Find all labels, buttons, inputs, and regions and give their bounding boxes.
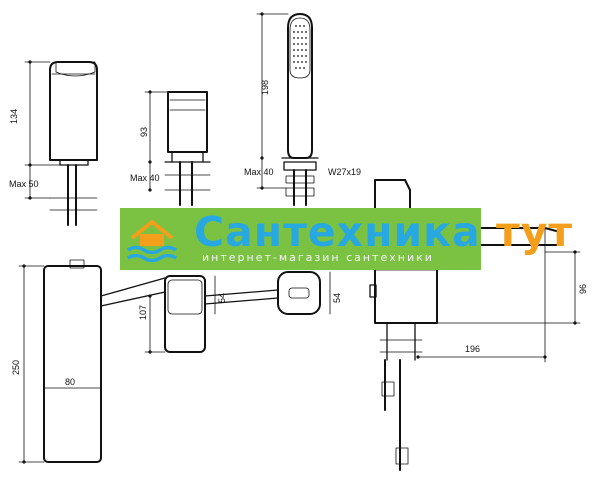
mixer-height-label: 134 [9,109,19,124]
shower-max-deck-label: Max 40 [244,167,274,177]
mixer-length-label: 250 [11,360,21,375]
plan-view: 54 54 54 54 107 250 80 [11,249,342,464]
shower-length-label: 198 [260,80,270,95]
valve-plate-height-label: 54 [217,293,227,303]
house-waves-logo-icon [127,219,177,263]
hand-shower: 198 Max 40 W27x19 [244,12,361,206]
watermark-banner: Сантехника тут интернет-магазин сантехни… [120,208,572,270]
spout-reach-label: 196 [465,344,480,354]
mixer-width-label: 80 [65,377,75,387]
mixer-side-view: 134 Max 50 [9,60,98,226]
shower-thread-label: W27x19 [328,167,361,177]
brand-main: Сантехника [194,208,481,256]
spout-height-label: 96 [578,284,588,294]
brand-tagline: интернет-магазин сантехники [202,251,434,264]
valve-offset-label: 107 [138,305,148,320]
brand-name: Сантехника тут [194,210,573,254]
valve-max-deck-label: Max 40 [130,173,160,183]
diverter-plate-height-label: 54 [332,293,342,303]
brand-accent: тут [495,208,574,256]
valve-side-view: 93 Max 40 [130,90,211,206]
shower-nozzle-dots [293,25,307,69]
mixer-max-deck-label: Max 50 [9,179,39,189]
valve-height-label: 93 [139,127,149,137]
